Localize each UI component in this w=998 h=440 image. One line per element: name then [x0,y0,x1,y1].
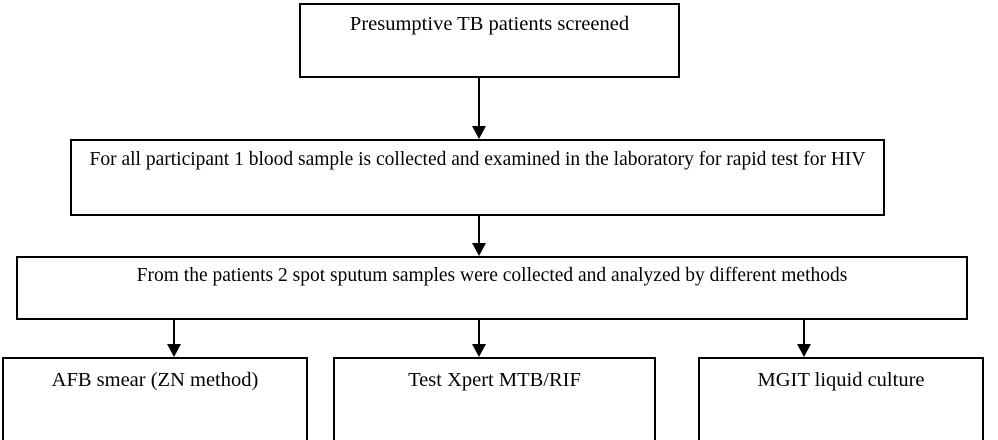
arrowhead-down-icon [797,344,811,357]
arrow-screened-to-blood [471,78,487,139]
arrow-shaft [478,78,480,126]
arrow-shaft [478,320,480,344]
arrow-sputum-to-afb [166,320,182,357]
arrowhead-down-icon [472,243,486,256]
flow-node-sputum-samples: From the patients 2 spot sputum samples … [16,256,968,320]
arrow-shaft [803,320,805,344]
flow-node-xpert-label: Test Xpert MTB/RIF [408,369,581,391]
arrowhead-down-icon [472,126,486,139]
arrowhead-down-icon [167,344,181,357]
arrow-shaft [173,320,175,344]
flow-node-screened: Presumptive TB patients screened [299,3,680,78]
flow-node-blood-sample-label: For all participant 1 blood sample is co… [89,149,866,170]
arrow-sputum-to-mgit [796,320,812,357]
arrow-shaft [478,216,480,243]
flow-node-sputum-samples-label: From the patients 2 spot sputum samples … [136,265,848,286]
flow-node-afb-smear: AFB smear (ZN method) [2,357,308,440]
flow-node-mgit-label: MGIT liquid culture [757,369,925,391]
flow-node-mgit: MGIT liquid culture [698,357,984,440]
flow-node-afb-smear-label: AFB smear (ZN method) [51,369,259,391]
arrowhead-down-icon [472,344,486,357]
arrow-sputum-to-xpert [471,320,487,357]
flow-node-xpert: Test Xpert MTB/RIF [333,357,656,440]
flow-node-blood-sample: For all participant 1 blood sample is co… [70,139,885,216]
flow-node-screened-label: Presumptive TB patients screened [349,13,630,35]
arrow-blood-to-sputum [471,216,487,256]
